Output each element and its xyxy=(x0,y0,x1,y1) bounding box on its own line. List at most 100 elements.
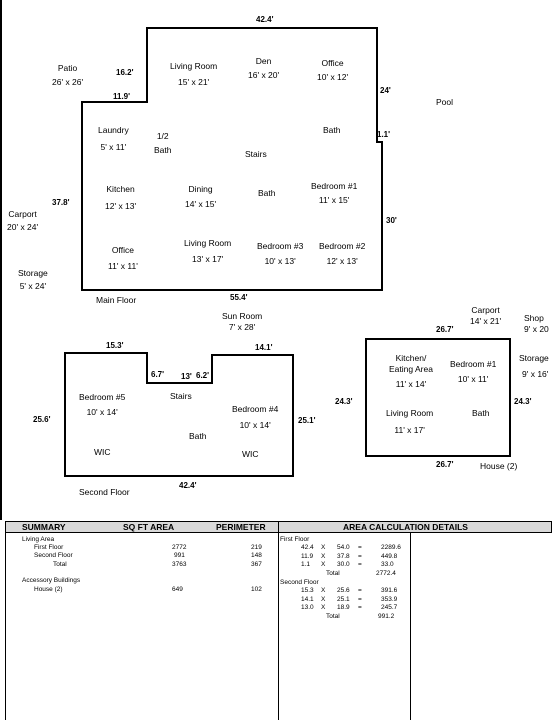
second-floor-label: Second Floor xyxy=(79,487,130,497)
summary-row-label: Total xyxy=(53,561,67,568)
details-header: AREA CALCULATION DETAILS xyxy=(343,522,468,532)
main-left-dimension: 37.8' xyxy=(52,198,70,207)
calc-cell-eq: = xyxy=(358,604,362,611)
room-bath-1: Bath xyxy=(323,125,341,135)
calc-cell-b: 54.0 xyxy=(337,544,350,551)
first-floor-calc-title: First Floor xyxy=(280,536,310,543)
room-house-2-bath: Bath xyxy=(472,408,490,418)
second-floor-total: 991.2 xyxy=(378,613,395,620)
main-floor-outline xyxy=(81,27,383,291)
second-right-dimension: 25.1' xyxy=(298,416,316,425)
room-stairs-2: Stairs xyxy=(170,391,192,401)
house-2-bottom-dimension: 26.7' xyxy=(436,460,454,469)
main-right-step-dimension: 1.1' xyxy=(377,130,391,139)
summary-details-divider xyxy=(410,533,411,720)
calc-cell-eq: = xyxy=(358,552,362,560)
second-floor-calc-title: Second Floor xyxy=(280,579,319,586)
main-notch-height: 16.2' xyxy=(116,68,134,77)
second-floor-total-label: Total xyxy=(326,613,340,620)
second-notch-width-dimension: 13' xyxy=(181,372,192,381)
calc-cell-b: 37.8 xyxy=(337,552,350,560)
second-left-dimension: 25.6' xyxy=(33,415,51,424)
first-floor-total-label: Total xyxy=(326,570,340,577)
calc-cell-x: X xyxy=(321,587,326,594)
calc-cell-a: 11.9 xyxy=(301,552,314,560)
house-2-right-dimension: 24.3' xyxy=(514,397,532,406)
summary-table: SUMMARY SQ FT AREA PERIMETER AREA CALCUL… xyxy=(5,521,552,720)
summary-left-border xyxy=(5,533,6,720)
summary-row-label: First Floor xyxy=(34,544,64,551)
calc-cell-a: 1.1 xyxy=(301,561,311,568)
calc-cell-r: 353.9 xyxy=(381,595,398,603)
calc-cell-a: 13.0 xyxy=(301,604,314,611)
main-right-lower-dimension: 30' xyxy=(386,216,397,225)
calc-cell-eq: = xyxy=(358,561,362,568)
summary-row-perimeter: 219 xyxy=(251,544,262,551)
second-notch-left-dimension: 6.7' xyxy=(151,370,165,379)
first-floor-total: 2772.4 xyxy=(376,570,396,577)
main-notch-width: 11.9' xyxy=(113,92,131,101)
calc-cell-b: 25.6 xyxy=(337,587,350,594)
house-2-left-dimension: 24.3' xyxy=(335,397,353,406)
calc-cell-r: 33.0 xyxy=(381,561,394,568)
calc-cell-eq: = xyxy=(358,544,362,551)
room-wic-2: WIC xyxy=(242,449,259,459)
calc-cell-a: 15.3 xyxy=(301,587,314,594)
summary-divider xyxy=(278,521,279,720)
summary-row-perimeter: 148 xyxy=(251,552,262,559)
calc-cell-b: 30.0 xyxy=(337,561,350,568)
second-floor-outline xyxy=(64,352,294,477)
second-top-right-dimension: 14.1' xyxy=(255,343,273,352)
room-stairs-1: Stairs xyxy=(245,149,267,159)
room-bath-2: Bath xyxy=(258,188,276,198)
floor-plan-drawing xyxy=(64,27,511,477)
summary-row-area: 649 xyxy=(172,586,183,593)
main-floor-label: Main Floor xyxy=(96,295,137,305)
calc-cell-x: X xyxy=(321,561,326,568)
summary-row-perimeter: 102 xyxy=(251,586,262,593)
house-2-top-dimension: 26.7' xyxy=(436,325,454,334)
summary-row-label: Second Floor xyxy=(34,552,73,559)
page-frame-left xyxy=(0,0,2,520)
summary-header: SUMMARY xyxy=(22,522,66,532)
calc-cell-r: 449.8 xyxy=(381,552,398,560)
calc-cell-x: X xyxy=(321,552,326,560)
pool-label: Pool xyxy=(436,97,454,107)
room-bath-3: Bath xyxy=(189,431,207,441)
calc-cell-x: X xyxy=(321,595,326,603)
main-bottom-dimension: 55.4' xyxy=(230,293,248,302)
calc-cell-r: 2289.6 xyxy=(381,544,401,551)
main-top-dimension: 42.4' xyxy=(256,15,274,24)
second-notch-right-dimension: 6.2' xyxy=(196,371,210,380)
calc-cell-b: 18.9 xyxy=(337,604,350,611)
house-2-label: House (2) xyxy=(480,461,518,471)
calc-cell-x: X xyxy=(321,544,326,551)
perimeter-header: PERIMETER xyxy=(216,522,266,532)
second-top-left-dimension: 15.3' xyxy=(106,341,124,350)
second-bottom-dimension: 42.4' xyxy=(179,481,197,490)
calc-cell-r: 245.7 xyxy=(381,604,398,611)
room-wic-1: WIC xyxy=(94,447,111,457)
